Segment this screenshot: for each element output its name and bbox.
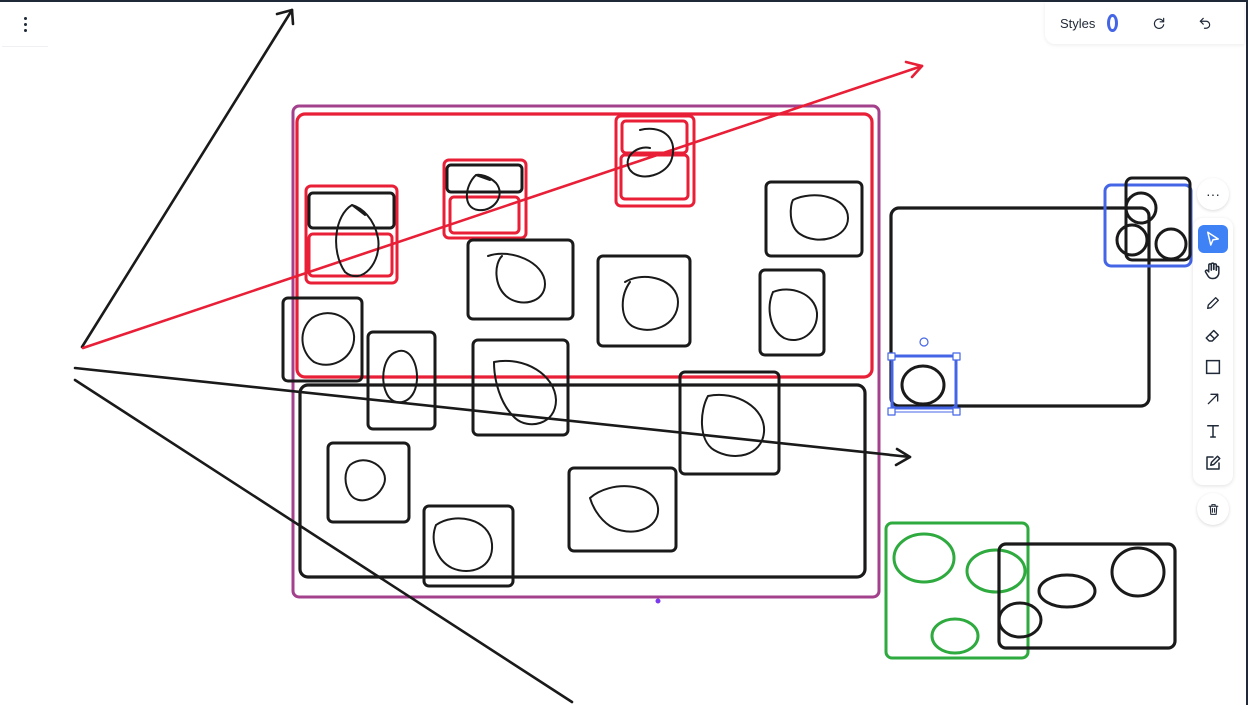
more-horizontal-icon: ··· [1206,186,1220,202]
circle-shape[interactable] [1154,227,1188,261]
arrow-up-head [275,8,295,26]
text-icon [1207,425,1219,438]
scribble [589,485,660,533]
color-swatch[interactable] [1107,14,1118,32]
window-frame-right [1246,0,1248,705]
black-card[interactable] [567,466,678,553]
scribble [301,312,356,366]
red-card[interactable] [307,232,394,278]
green-ellipse[interactable] [892,532,956,584]
circle-shape[interactable] [997,601,1043,639]
delete-button[interactable] [1197,493,1229,525]
arrow-red[interactable] [81,64,924,350]
circle-shape[interactable] [1110,546,1166,598]
main-menu-button[interactable] [2,2,48,47]
black-card[interactable] [466,238,575,321]
window-frame-top [0,0,1248,2]
circle-shape[interactable] [1037,573,1097,609]
black-card[interactable] [997,542,1177,650]
resize-handle[interactable] [887,407,896,416]
tool-palette [1193,218,1233,485]
frame-handle[interactable] [655,598,661,604]
black-card[interactable] [445,163,524,194]
black-card[interactable] [422,504,515,588]
hand-icon [1204,262,1220,280]
green-ellipse[interactable] [930,617,980,655]
arrow-red-head [904,60,924,79]
hand-tool[interactable] [1198,257,1228,285]
scribble [344,459,386,502]
resize-handle[interactable] [887,352,896,361]
selection-box [890,356,958,413]
selected-card[interactable] [890,354,958,410]
redo-icon[interactable] [1152,14,1166,32]
black-card[interactable] [764,180,864,258]
green-card[interactable] [884,521,1030,660]
black-card[interactable] [307,191,396,230]
black-card[interactable] [471,338,570,437]
note-edit-icon [1206,455,1221,470]
black-card[interactable] [366,330,437,431]
arrow-tool[interactable] [1198,385,1228,413]
note-tool[interactable] [1198,449,1228,477]
scribble [335,204,380,278]
pencil-tool[interactable] [1198,289,1228,317]
scribble [432,517,494,572]
arrow-mid[interactable] [73,366,912,459]
scribble [487,252,546,304]
undo-icon[interactable] [1198,14,1212,32]
black-card[interactable] [758,268,826,357]
circle-shape[interactable] [1124,191,1158,225]
scribble [621,275,679,331]
eraser-tool[interactable] [1198,321,1228,349]
eraser-icon [1205,329,1219,342]
styles-label[interactable]: Styles [1060,15,1096,31]
resize-handle[interactable] [952,407,961,416]
scribble [465,173,501,212]
scribble [700,393,766,457]
scribble [382,349,418,404]
rotate-handle[interactable] [919,337,929,347]
scribble [493,359,557,426]
arrow-icon [1207,393,1219,405]
rectangle-tool[interactable] [1198,353,1228,381]
cursor-icon [1207,231,1219,246]
red-card[interactable] [304,184,399,285]
more-vertical-icon [23,16,27,32]
styles-panel: Styles [1045,2,1244,44]
scribble [768,288,819,341]
circle-shape[interactable] [900,364,946,406]
arrow-up[interactable] [80,8,294,349]
more-options-button[interactable]: ··· [1197,178,1229,210]
arrow-down[interactable] [73,378,574,704]
red-card[interactable] [620,119,689,155]
scribble [626,127,675,178]
select-tool[interactable] [1198,225,1228,253]
green-ellipse[interactable] [965,548,1027,594]
black-rectangle[interactable] [298,383,867,579]
black-card[interactable] [281,296,364,383]
scribble [789,194,849,241]
circle-shape[interactable] [1115,223,1149,257]
red-card[interactable] [619,153,690,201]
black-card[interactable] [596,254,692,348]
red-card[interactable] [442,158,528,240]
black-card[interactable] [678,370,781,476]
red-card[interactable] [614,114,696,208]
red-rectangle[interactable] [295,112,874,379]
resize-handle[interactable] [952,352,961,361]
pencil-icon [1207,297,1219,309]
large-rectangle[interactable] [889,206,1151,408]
outer-frame-shape[interactable] [291,104,881,599]
black-card[interactable] [326,441,411,524]
arrow-mid-head [894,447,912,467]
trash-icon [1208,503,1218,515]
red-card[interactable] [448,195,521,235]
text-tool[interactable] [1198,417,1228,445]
square-icon [1205,359,1221,375]
black-card[interactable] [1124,176,1192,262]
